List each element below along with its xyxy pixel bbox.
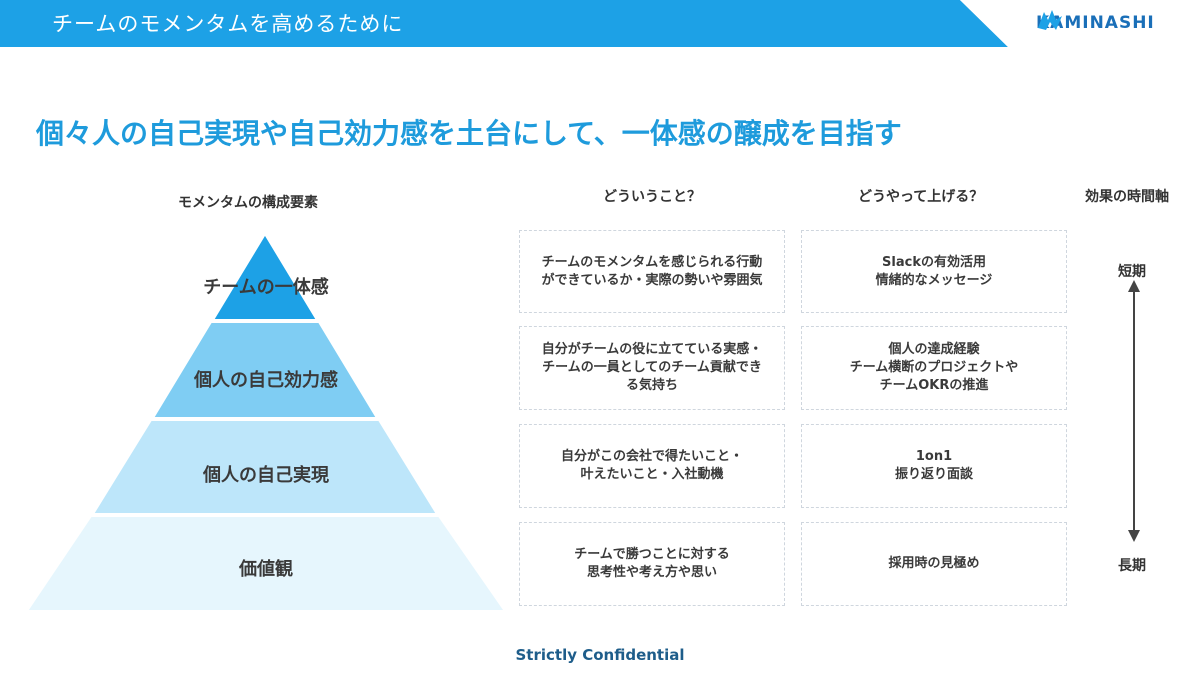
pyramid-tier-self-efficacy: [151, 321, 379, 419]
pyramid-label-values: 価値観: [239, 559, 293, 580]
what-card-self-efficacy: 自分がチームの役に立てている実感・ チームの一員としてのチーム貢献でき る気持ち: [519, 326, 785, 410]
pyramid-label-self-realization: 個人の自己実現: [203, 465, 329, 486]
how-card-values: 採用時の見極め: [801, 522, 1067, 606]
footer-confidential: Strictly Confidential: [515, 646, 685, 664]
pyramid-tier-self-realization: [91, 419, 439, 515]
pyramid-label-team-unity: チームの一体感: [203, 277, 329, 298]
header-title: チームのモメンタムを高めるために: [52, 12, 404, 36]
kaminashi-logo: KAMINASHI: [1036, 8, 1155, 38]
pyramid-tier-team-unity: [211, 232, 319, 321]
what-heading: どういうこと？: [603, 189, 701, 205]
how-card-self-efficacy: 個人の達成経験 チーム横断のプロジェクトや チームOKRの推進: [801, 326, 1067, 410]
logo-mark-icon: [1038, 10, 1062, 30]
what-card-self-realization: 自分がこの会社で得たいこと・ 叶えたいこと・入社動機: [519, 424, 785, 508]
logo-text: KAMINASHI: [1036, 13, 1155, 33]
timeline-arrow-icon: [1128, 280, 1140, 542]
how-card-self-realization: 1on1 振り返り面談: [801, 424, 1067, 508]
time-heading: 効果の時間軸: [1085, 189, 1169, 205]
pyramid-label-self-efficacy: 個人の自己効力感: [194, 370, 338, 391]
how-card-team-unity: Slackの有効活用 情緒的なメッセージ: [801, 230, 1067, 313]
header-bar: チームのモメンタムを高めるために KAMINASHI: [0, 0, 1200, 47]
what-card-team-unity: チームのモメンタムを感じられる行動 ができているか・実際の勢いや雰囲気: [519, 230, 785, 313]
pyramid-tier-values: [25, 515, 507, 612]
page-title: 個々人の自己実現や自己効力感を土台にして、一体感の醸成を目指す: [36, 117, 902, 150]
header-bar-shape: [0, 0, 1200, 47]
how-heading: どうやって上げる？: [858, 189, 984, 205]
timeline-long-label: 長期: [1118, 558, 1146, 574]
what-card-values: チームで勝つことに対する 思考性や考え方や思い: [519, 522, 785, 606]
timeline-short-label: 短期: [1118, 264, 1146, 280]
pyramid-heading: モメンタムの構成要素: [178, 195, 318, 211]
